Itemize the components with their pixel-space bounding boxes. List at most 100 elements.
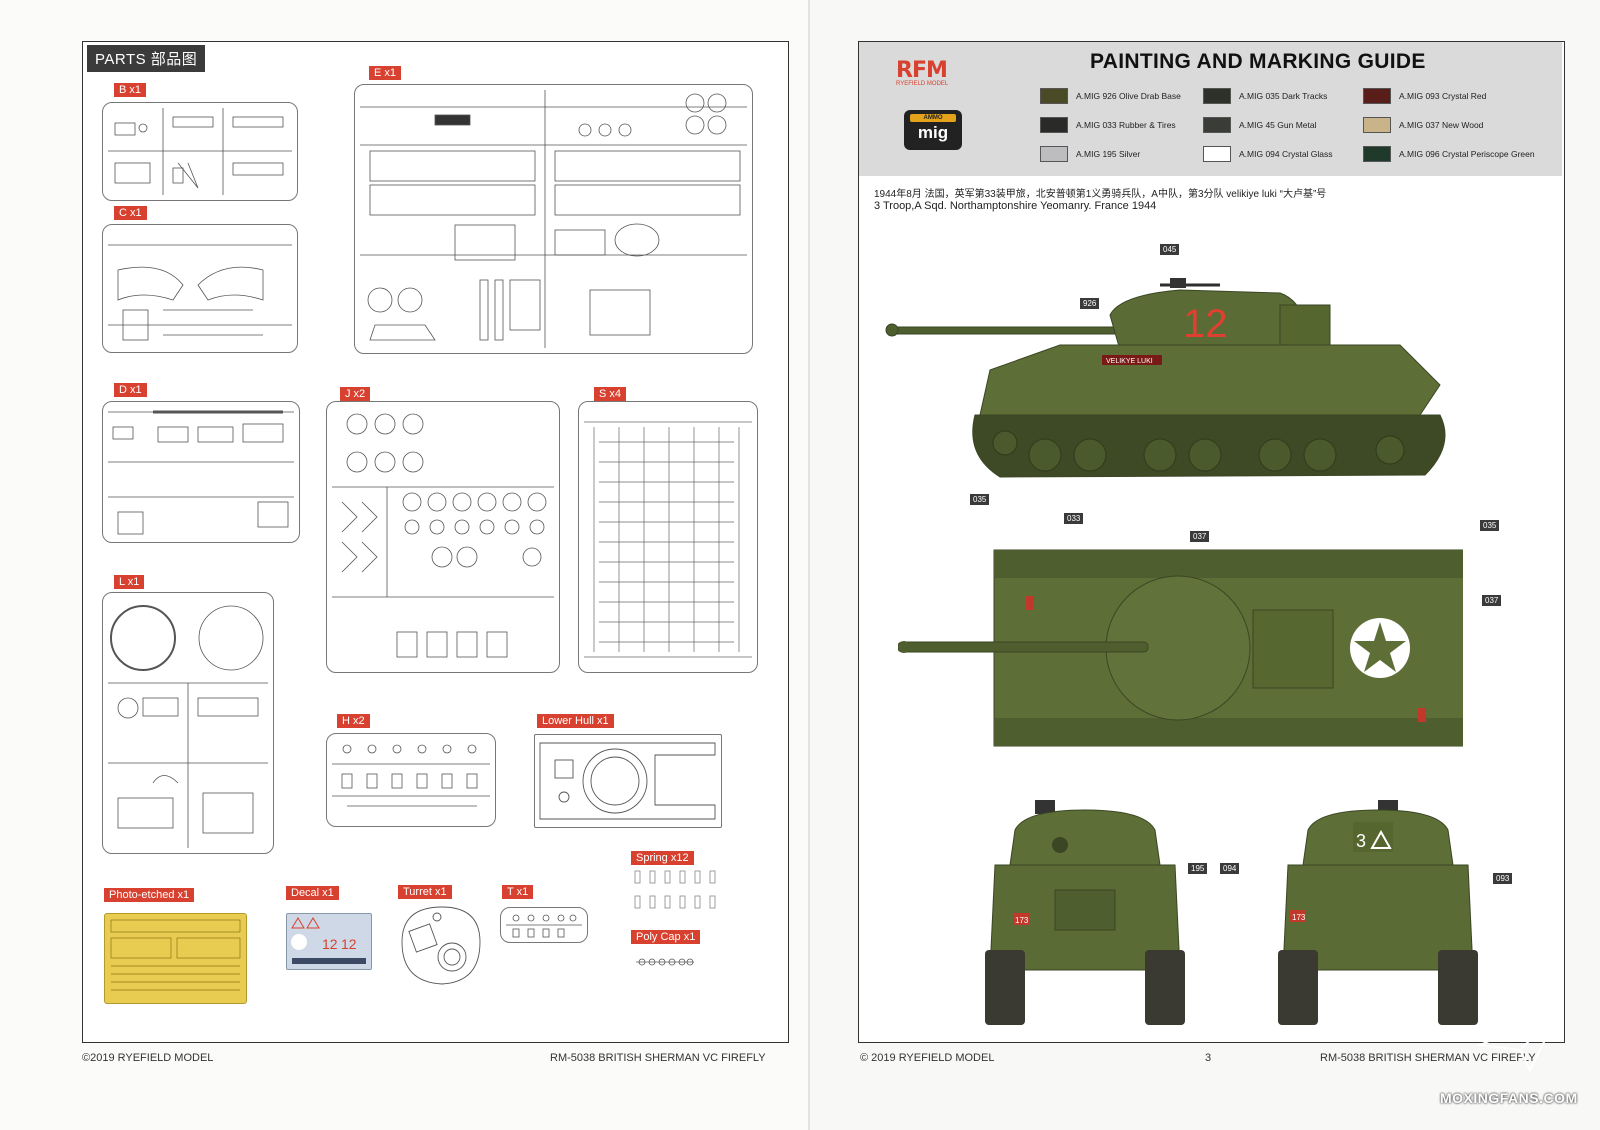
sprue-label-t: T x1: [502, 885, 534, 899]
svg-text:12: 12: [322, 936, 338, 952]
paint-name: A.MIG 035 Dark Tracks: [1239, 91, 1328, 101]
ammo-mig-logo: AMMO mig: [904, 110, 962, 150]
sprue-lower-hull: [534, 734, 722, 828]
right-footer-copyright: © 2019 RYEFIELD MODEL: [860, 1052, 995, 1064]
paint-swatch: A.MIG 035 Dark Tracks: [1203, 88, 1327, 104]
paint-swatch: A.MIG 195 Silver: [1040, 146, 1140, 162]
paint-name: A.MIG 096 Crystal Periscope Green: [1399, 149, 1535, 159]
sprue-b: [102, 102, 298, 201]
paint-chip: [1363, 146, 1391, 162]
turret-number-rear: 3: [1356, 831, 1366, 851]
tank-side-view: 12 VELIKYE LUKI: [885, 278, 1446, 478]
sprue-label-c: C x1: [114, 206, 147, 220]
scheme-caption-english: 3 Troop,A Sqd. Northamptonshire Yeomanry…: [874, 200, 1157, 212]
guide-frame: [858, 41, 1565, 1043]
paint-swatch: A.MIG 093 Crystal Red: [1363, 88, 1486, 104]
paint-chip: [1040, 146, 1068, 162]
scheme-caption-chinese: 1944年8月 法国，英军第33装甲旅，北安普顿第1义勇骑兵队，A中队，第3分队…: [874, 189, 1327, 200]
troop-triangle-icon: [1370, 829, 1392, 849]
mig-wordmark: mig: [917, 123, 949, 142]
sprue-h: [326, 733, 496, 827]
sprue-t: [500, 907, 588, 943]
brand-rfm: RFM: [896, 58, 948, 83]
callout-037: 037: [1190, 531, 1210, 542]
paint-name: A.MIG 45 Gun Metal: [1239, 120, 1317, 130]
paint-chip: [1363, 88, 1391, 104]
sprue-d: [102, 401, 300, 543]
right-footer-product: RM-5038 BRITISH SHERMAN VC FIREFLY: [1320, 1052, 1536, 1064]
ammo-bar: AMMO: [910, 114, 956, 122]
callout-195: 195: [1188, 863, 1208, 874]
sprue-label-l: L x1: [114, 575, 145, 589]
callout-035: 035: [970, 494, 990, 505]
paint-swatch: A.MIG 45 Gun Metal: [1203, 117, 1316, 133]
paint-chip: [1203, 117, 1231, 133]
paint-chip: [1040, 88, 1068, 104]
sprue-label-lower-hull: Lower Hull x1: [537, 714, 614, 728]
guide-title: PAINTING AND MARKING GUIDE: [1090, 50, 1426, 73]
paint-swatch: A.MIG 096 Crystal Periscope Green: [1363, 146, 1535, 162]
left-footer-product: RM-5038 BRITISH SHERMAN VC FIREFLY: [550, 1052, 766, 1064]
sprue-label-turret: Turret x1: [398, 885, 452, 899]
sprue-l: [102, 592, 274, 854]
paint-swatch: A.MIG 094 Crystal Glass: [1203, 146, 1333, 162]
sprue-label-j: J x2: [340, 387, 371, 401]
callout-093: 093: [1493, 873, 1513, 884]
tank-rear-view: 3 173: [1278, 800, 1478, 1025]
turret-part: [392, 902, 486, 988]
tank-number-side: 12: [1183, 302, 1228, 346]
sprue-label-photo-etched: Photo-etched x1: [104, 888, 195, 902]
hull: [979, 344, 1441, 416]
sprue-label-s: S x4: [594, 387, 627, 401]
paint-chip: [1040, 117, 1068, 133]
paint-swatch: A.MIG 037 New Wood: [1363, 117, 1483, 133]
sprue-label-d: D x1: [114, 383, 147, 397]
callout-926: 926: [1080, 298, 1100, 309]
svg-text:12: 12: [341, 936, 357, 952]
sprue-label-poly-cap: Poly Cap x1: [631, 930, 701, 944]
main-gun-barrel: [889, 326, 1131, 335]
callout-037-top: 037: [1482, 595, 1502, 606]
sprue-label-h: H x2: [337, 714, 370, 728]
callout-045: 045: [1160, 244, 1180, 255]
paint-name: A.MIG 093 Crystal Red: [1399, 91, 1487, 101]
callout-033: 033: [1064, 513, 1084, 524]
allied-star-icon: [1354, 622, 1406, 672]
paint-name: A.MIG 195 Silver: [1076, 149, 1141, 159]
sprue-spring: [630, 868, 720, 913]
left-footer-copyright: ©2019 RYEFIELD MODEL: [82, 1052, 214, 1064]
ryefield-logo: RFM RYEFIELD MODEL: [896, 58, 948, 87]
sprue-label-decal: Decal x1: [286, 886, 339, 900]
sprue-s: [578, 401, 758, 673]
tank-name-plate: VELIKYE LUKI: [1106, 358, 1153, 365]
paint-swatch: A.MIG 033 Rubber & Tires: [1040, 117, 1176, 133]
sprue-label-e: E x1: [369, 66, 402, 80]
unit-plate-front: 173: [1015, 916, 1029, 925]
paint-name: A.MIG 033 Rubber & Tires: [1076, 120, 1176, 130]
sprue-poly-cap: [634, 954, 696, 970]
sprue-c: [102, 224, 298, 353]
sprue-e: [354, 84, 753, 354]
main-gun-top: [898, 641, 1149, 653]
tank-top-view: [898, 549, 1463, 747]
paint-name: A.MIG 037 New Wood: [1399, 120, 1484, 130]
sprue-label-spring: Spring x12: [631, 851, 694, 865]
callout-035-top: 035: [1480, 520, 1500, 531]
brand-subtitle: RYEFIELD MODEL: [896, 81, 949, 87]
tank-front-view: 173: [985, 800, 1185, 1025]
paint-chip: [1203, 146, 1231, 162]
paint-swatch: A.MIG 926 Olive Drab Base: [1040, 88, 1181, 104]
sprue-label-b: B x1: [114, 83, 147, 97]
paint-chip: [1363, 117, 1391, 133]
unit-plate-rear: 173: [1292, 913, 1306, 922]
paint-name: A.MIG 926 Olive Drab Base: [1076, 91, 1181, 101]
site-watermark: MOXINGFANS.COM: [1440, 1090, 1578, 1106]
sprue-j: [326, 401, 560, 673]
photo-etched-fret: [104, 913, 247, 1004]
callout-094: 094: [1220, 863, 1240, 874]
page-gutter: [808, 0, 810, 1130]
paint-name: A.MIG 094 Crystal Glass: [1239, 149, 1333, 159]
paint-chip: [1203, 88, 1231, 104]
parts-title: PARTS 部品图: [87, 45, 206, 72]
